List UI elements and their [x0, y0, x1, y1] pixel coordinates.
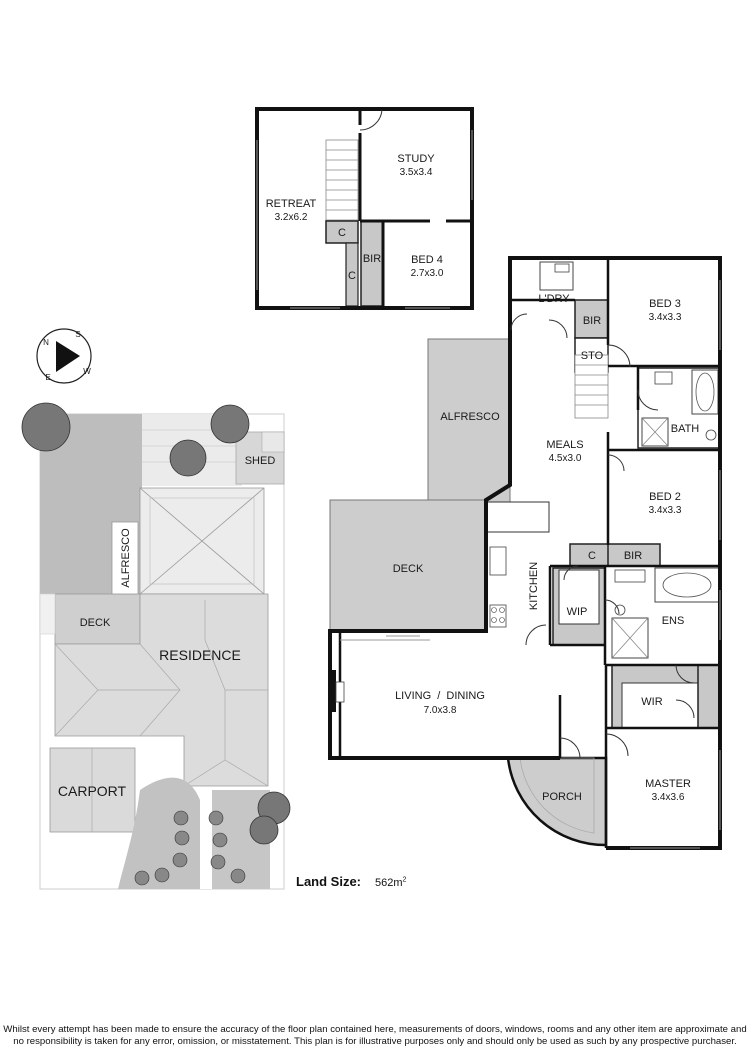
site-trees — [21, 402, 291, 845]
land-size-unit: 2 — [402, 876, 407, 884]
bed4-label: BED 4 — [411, 254, 443, 266]
gf-ldry-label: L'DRY — [538, 293, 570, 305]
retreat-dims: 3.2x6.2 — [275, 212, 308, 223]
gf-deck-label: DECK — [393, 563, 424, 575]
compass-ring — [36, 328, 92, 384]
gf-bath-label: BATH — [671, 423, 700, 435]
gf-bed3-label: BED 3 — [649, 298, 681, 310]
site-carport — [49, 747, 136, 833]
bed4-dims: 2.7x3.0 — [411, 268, 444, 279]
land-size-label: Land Size: — [296, 874, 362, 889]
shrub-icon — [230, 868, 246, 884]
gf-bed3-dims: 3.4x3.3 — [649, 312, 682, 323]
upper-stairs — [325, 139, 359, 221]
gf-ens-label: ENS — [662, 615, 685, 627]
gf-stairs — [574, 354, 609, 419]
gf-porch-area — [506, 756, 608, 847]
site-deck-label: DECK — [80, 617, 111, 629]
land-size-number: 562m — [375, 877, 403, 889]
gf-meals-dims: 4.5x3.0 — [549, 453, 582, 464]
gf-wir-label: WIR — [641, 696, 662, 708]
tree-icon — [21, 402, 71, 452]
upper-c2-label: C — [348, 270, 356, 282]
tree-icon — [249, 815, 279, 845]
gf-porch-label: PORCH — [542, 791, 582, 803]
compass-w: W — [83, 367, 91, 376]
shrub-icon — [172, 852, 188, 868]
tree-icon — [169, 439, 207, 477]
compass-n: N — [43, 338, 49, 347]
gf-kitchen-label: KITCHEN — [528, 562, 540, 610]
gf-bed2-dims: 3.4x3.3 — [649, 505, 682, 516]
gf-meals-label: MEALS — [546, 439, 583, 451]
compass-north-arrow-icon — [56, 341, 80, 372]
gf-living-dims: 7.0x3.8 — [424, 705, 457, 716]
site-residence-label: RESIDENCE — [159, 647, 241, 663]
gf-bir-bed2-label: BIR — [624, 550, 642, 562]
shrub-icon — [212, 832, 228, 848]
site-shed-label: SHED — [245, 455, 276, 467]
upper-c1-label: C — [338, 227, 346, 239]
study-dims: 3.5x3.4 — [400, 167, 433, 178]
gf-living-label: LIVING / DINING — [395, 690, 485, 702]
gf-master-dims: 3.4x3.6 — [652, 792, 685, 803]
gf-interior-walls — [330, 258, 720, 848]
shrub-icon — [154, 867, 170, 883]
shrub-icon — [174, 830, 190, 846]
shrub-icon — [208, 810, 224, 826]
land-size: Land Size: 562m2 — [296, 874, 406, 889]
site-alfresco-label: ALFRESCO — [120, 528, 132, 588]
gf-alfresco-area — [427, 338, 511, 503]
compass-s: S — [75, 330, 80, 339]
site-plan: SHED ALFRESCO DECK RESIDENCE CARPORT — [21, 402, 291, 890]
compass: N S E W — [36, 328, 92, 384]
gf-c-label: C — [588, 550, 596, 562]
study-label: STUDY — [397, 153, 435, 165]
shrub-icon — [173, 810, 189, 826]
gf-alfresco-label: ALFRESCO — [440, 411, 500, 423]
upper-bir-label: BIR — [363, 253, 381, 265]
disclaimer-text: Whilst every attempt has been made to en… — [3, 1024, 747, 1047]
ground-floor-plan: L'DRY BIR STO BED 3 3.4x3.3 ALFRESCO MEA… — [328, 256, 722, 850]
tree-icon — [210, 404, 250, 444]
upper-cupboard-c1 — [325, 220, 359, 244]
shrub-icon — [134, 870, 150, 886]
land-size-value: 562m2 — [375, 876, 407, 889]
gf-bed2-label: BED 2 — [649, 491, 681, 503]
upper-floor-plan: RETREAT 3.2x6.2 STUDY 3.5x3.4 BED 4 2.7x… — [255, 107, 474, 310]
compass-e: E — [45, 373, 50, 382]
retreat-label: RETREAT — [266, 198, 317, 210]
gf-wip-label: WIP — [567, 606, 588, 618]
gf-sto-label: STO — [581, 350, 604, 362]
gf-bir-bed3-label: BIR — [583, 315, 601, 327]
shrub-icon — [210, 854, 226, 870]
site-carport-label: CARPORT — [58, 783, 127, 799]
site-shrubs — [134, 810, 246, 886]
gf-master-label: MASTER — [645, 778, 691, 790]
